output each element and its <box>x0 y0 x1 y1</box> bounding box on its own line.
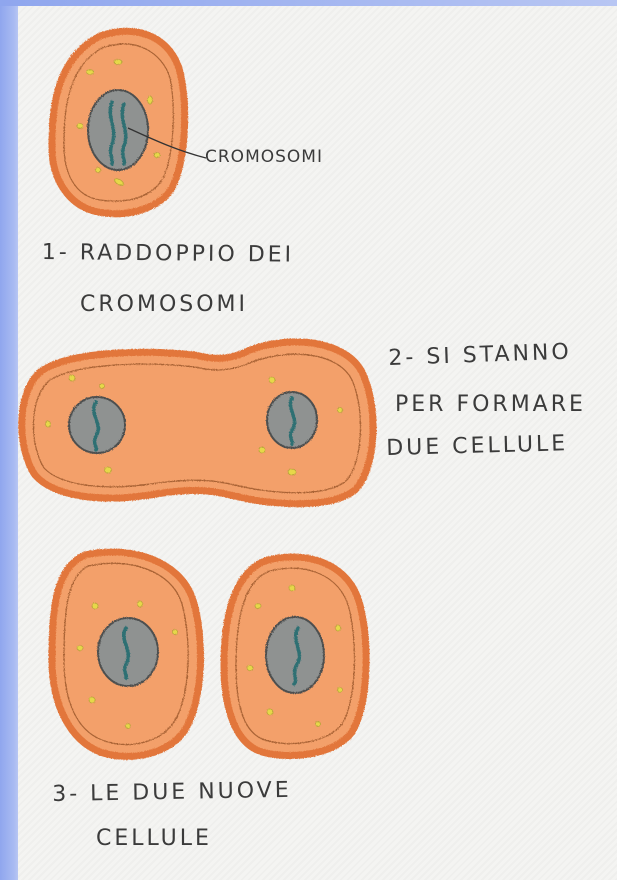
chromosomes-label: CROMOSOMI <box>205 147 323 167</box>
cell-1-nucleus <box>88 90 148 170</box>
step-1-caption-line-1: 1- RADDOPPIO DEI <box>42 240 294 268</box>
cell-1-parent <box>52 31 185 214</box>
step-1-caption-line-2: CROMOSOMI <box>80 292 248 317</box>
step-3-caption-line-1: 3- LE DUE NUOVE <box>52 778 292 807</box>
cell-3-right-daughter <box>224 557 366 756</box>
cell-2-dividing <box>22 342 373 504</box>
step-3-caption-line-2: CELLULE <box>96 826 212 851</box>
step-2-caption-line-2: PER FORMARE <box>395 392 586 417</box>
step-2-caption-line-3: DUE CELLULE <box>386 431 568 461</box>
cell-3-left-daughter <box>52 552 201 756</box>
